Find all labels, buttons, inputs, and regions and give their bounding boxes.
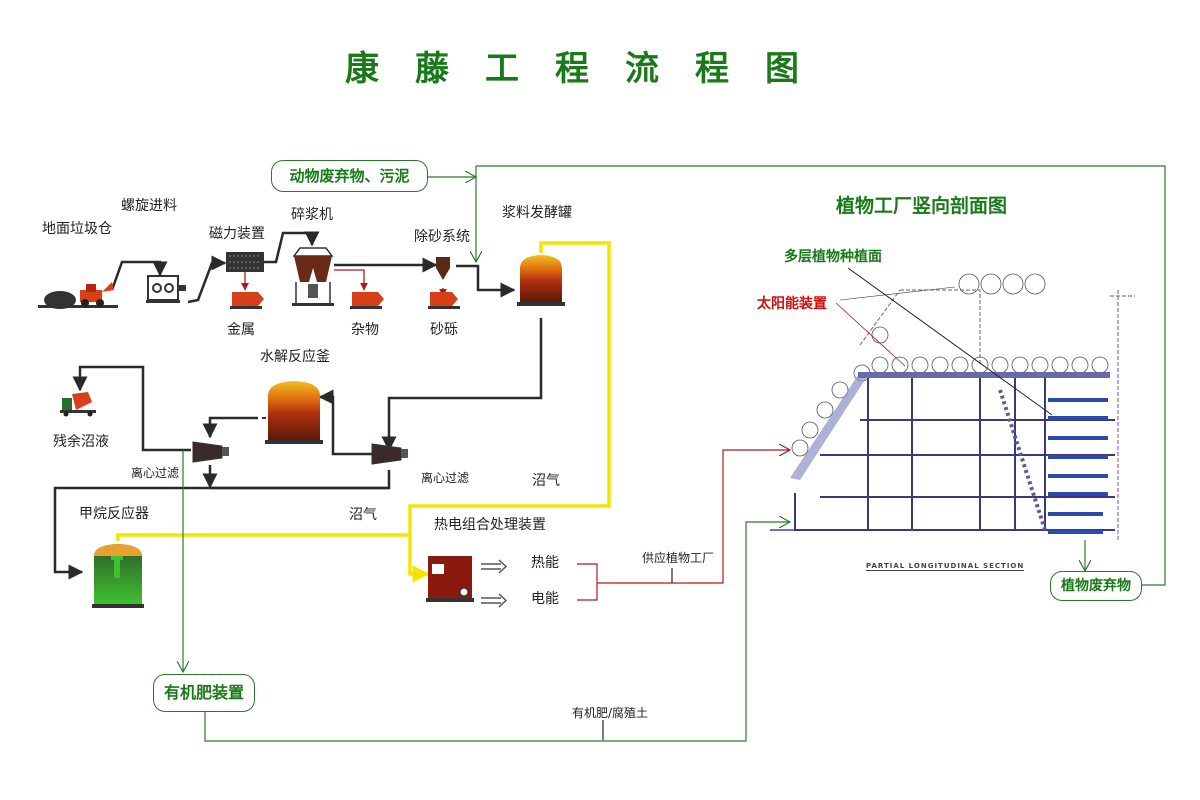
pulper-label: 碎浆机 [291, 207, 333, 223]
fertilizer-soil-label: 有机肥/腐殖土 [572, 706, 649, 720]
gravel-bin-icon [428, 292, 460, 309]
centrifuge-left-icon [192, 441, 229, 463]
plant-section-title: 植物工厂竖向剖面图 [836, 195, 1008, 217]
debris-bin-icon [350, 292, 384, 309]
biogas-mid-label: 沼气 [349, 507, 377, 523]
residue-label: 残余沼液 [53, 434, 109, 450]
plant-waste-box[interactable]: 植物废弃物 [1050, 571, 1142, 601]
section-caption: PARTIAL LONGITUDINAL SECTION [866, 562, 1025, 571]
energy-supply-line [577, 450, 790, 601]
hydrolysis-reactor [262, 381, 323, 444]
centrifuge-right-label: 离心过滤 [421, 471, 470, 485]
biogas-right-label: 沼气 [532, 473, 560, 489]
slurry-fermentation-tank [517, 255, 565, 306]
supply-plant-label: 供应植物工厂 [642, 551, 715, 565]
organic-fertilizer-label: 有机肥装置 [163, 683, 244, 702]
power-label: 电能 [531, 591, 559, 607]
green-flow-lines [183, 165, 1166, 742]
multilayer-planting-label: 多层植物种植面 [784, 249, 882, 265]
solar-device-label: 太阳能装置 [757, 296, 827, 312]
magnetic-label: 磁力装置 [209, 226, 265, 242]
ground-bin-label: 地面垃圾仓 [42, 221, 112, 237]
desand-label: 除砂系统 [414, 229, 470, 245]
organic-fertilizer-box[interactable]: 有机肥装置 [153, 674, 255, 712]
garbage-pile [38, 291, 118, 309]
biogas-line [116, 241, 611, 583]
slurry-tank-label: 浆料发酵罐 [502, 205, 572, 221]
screw-feeder-icon [146, 275, 186, 303]
centrifuge-right-icon [371, 443, 408, 465]
loader-icon [80, 282, 114, 307]
reject-lines [241, 269, 447, 297]
debris-label: 杂物 [351, 322, 379, 338]
metal-bin-icon [230, 292, 264, 309]
output-arrows [481, 559, 508, 608]
heat-label: 热能 [531, 555, 559, 571]
pulper-icon [292, 247, 334, 306]
animal-waste-label: 动物废弃物、污泥 [289, 166, 410, 185]
diagram-title: 康藤工程流程图 [345, 49, 835, 89]
plant-waste-label: 植物废弃物 [1061, 578, 1131, 594]
process-lines [53, 231, 543, 580]
animal-waste-box[interactable]: 动物废弃物、污泥 [271, 160, 428, 192]
methane-reactor [92, 544, 144, 608]
residue-truck-icon [60, 392, 96, 417]
chp-unit-icon [426, 556, 474, 602]
methane-reactor-label: 甲烷反应器 [79, 506, 149, 522]
desander-icon [436, 257, 450, 280]
centrifuge-left-label: 离心过滤 [131, 466, 180, 480]
plant-factory-section [770, 267, 1135, 540]
screw-feed-label: 螺旋进料 [121, 198, 177, 214]
hydrolysis-label: 水解反应釜 [260, 349, 330, 365]
magnetic-separator-icon [226, 252, 264, 272]
metal-label: 金属 [227, 322, 255, 338]
gravel-label: 砂砾 [430, 322, 458, 338]
chp-label: 热电组合处理装置 [434, 517, 546, 533]
